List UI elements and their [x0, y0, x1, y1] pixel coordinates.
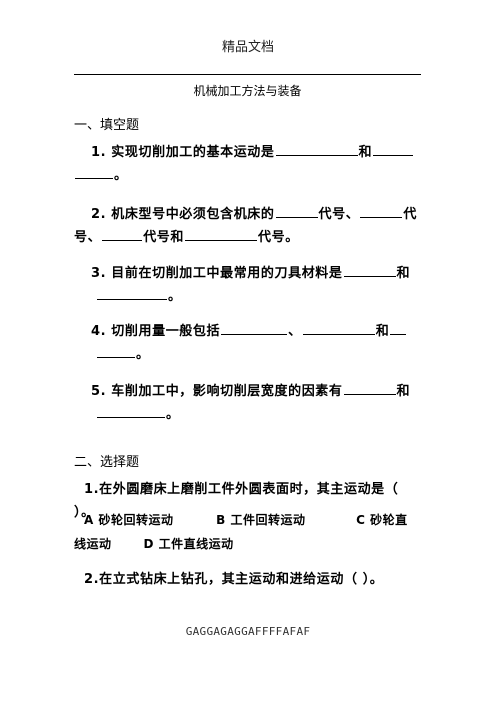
- option-c[interactable]: C 砂轮直: [356, 513, 408, 527]
- answer-blank[interactable]: [97, 343, 135, 358]
- page-footer: GAGGAGAGGAFFFFAFAF: [185, 625, 311, 638]
- option-d[interactable]: D 工件直线运动: [143, 537, 234, 551]
- header-rule: [74, 74, 421, 75]
- fill-question-4: 4. 切削用量一般包括、和 。: [74, 320, 421, 366]
- answer-blank[interactable]: [97, 285, 167, 300]
- answer-blank[interactable]: [302, 320, 375, 335]
- choice-question-1-options: A 砂轮回转运动 B 工件回转运动 C 砂轮直 线运动 D 工件直线运动: [74, 508, 421, 556]
- document-title: 机械加工方法与装备: [193, 84, 302, 98]
- answer-blank[interactable]: [97, 403, 165, 418]
- page-header: 精品文档: [221, 40, 274, 55]
- fill-question-3: 3. 目前在切削加工中最常用的刀具材料是和 。: [74, 262, 421, 308]
- answer-blank[interactable]: [275, 141, 358, 156]
- option-b[interactable]: B 工件回转运动: [216, 513, 306, 527]
- answer-blank[interactable]: [75, 164, 113, 179]
- choice-question-2: 2.在立式钻床上钻孔，其主运动和进给运动（ ）。: [84, 572, 384, 587]
- fill-question-2: 2. 机床型号中必须包含机床的代号、代 号、代号和代号。: [74, 203, 421, 249]
- fill-question-1: 1. 实现切削加工的基本运动是和 。: [74, 141, 421, 187]
- answer-blank[interactable]: [343, 380, 396, 395]
- section-heading-fill-blank: 一、填空题: [74, 118, 140, 133]
- choice-question-1: 1.在外圆磨床上磨削工件外圆表面时，其主运动是（ ）。: [74, 482, 399, 520]
- answer-blank[interactable]: [102, 226, 143, 241]
- answer-blank[interactable]: [343, 262, 396, 277]
- answer-blank[interactable]: [185, 226, 258, 241]
- answer-blank[interactable]: [360, 203, 403, 218]
- answer-blank[interactable]: [373, 141, 414, 156]
- section-heading-multiple-choice: 二、选择题: [74, 455, 140, 470]
- answer-blank[interactable]: [221, 320, 288, 335]
- option-c-continued: 线运动: [74, 537, 112, 551]
- answer-blank[interactable]: [275, 203, 318, 218]
- fill-question-5: 5. 车削加工中，影响切削层宽度的因素有和 。: [74, 380, 421, 426]
- option-a[interactable]: A 砂轮回转运动: [84, 513, 174, 527]
- answer-blank[interactable]: [390, 320, 407, 335]
